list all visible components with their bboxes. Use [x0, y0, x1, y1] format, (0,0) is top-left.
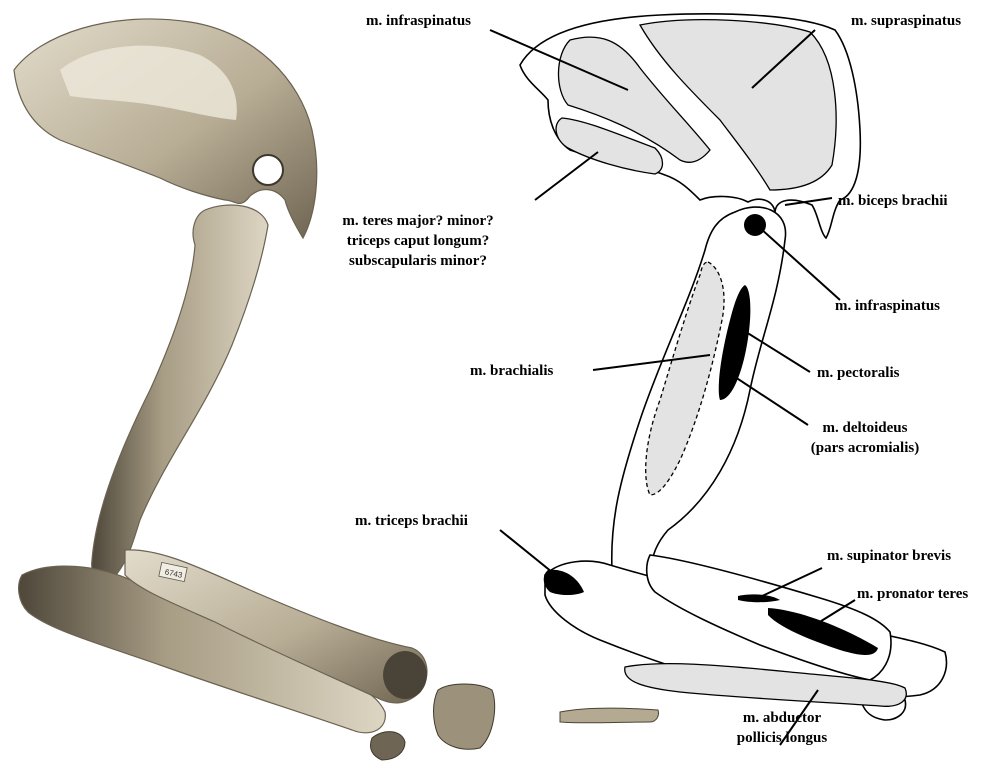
- photo-fragment-metacarpal: [560, 708, 659, 723]
- label-teres-line3: subscapularis minor?: [349, 253, 487, 269]
- photo-scapula-foramen: [253, 155, 283, 185]
- label-deltoideus-line1: m. deltoideus: [822, 420, 907, 436]
- area-infraspinatus-insertion: [744, 214, 766, 236]
- label-abductor-line2: pollicis longus: [737, 730, 828, 746]
- label-infraspinatus-top: m. infraspinatus: [366, 13, 471, 29]
- label-teres-line1: m. teres major? minor?: [342, 213, 493, 229]
- leader-triceps: [500, 530, 568, 585]
- label-pectoralis: m. pectoralis: [817, 365, 900, 381]
- label-biceps-brachii: m. biceps brachii: [838, 193, 948, 209]
- label-supraspinatus: m. supraspinatus: [851, 13, 961, 29]
- label-teres-line2: triceps caput longum?: [347, 233, 490, 249]
- leader-teres: [535, 152, 598, 200]
- photo-humerus: [92, 205, 268, 581]
- label-infraspinatus-mid: m. infraspinatus: [835, 298, 940, 314]
- photo-radius-epiphysis: [383, 651, 427, 699]
- label-abductor-line1: m. abductor: [743, 710, 822, 726]
- label-supinator-brevis: m. supinator brevis: [827, 548, 951, 564]
- label-deltoideus-line2: (pars acromialis): [811, 440, 919, 456]
- photo-fragment-small: [370, 732, 405, 760]
- label-brachialis: m. brachialis: [470, 363, 553, 379]
- photo-fragment-carpal: [434, 684, 495, 749]
- label-triceps-brachii: m. triceps brachii: [355, 513, 468, 529]
- label-pronator-teres: m. pronator teres: [857, 586, 968, 602]
